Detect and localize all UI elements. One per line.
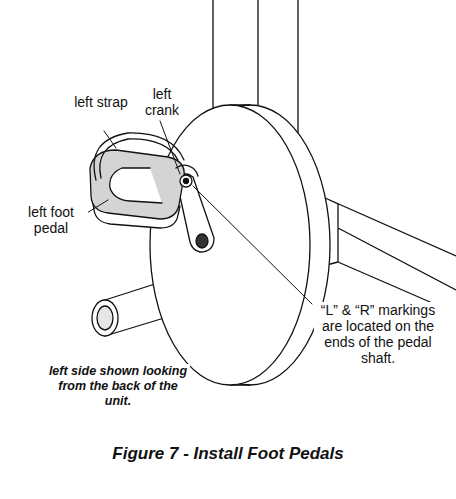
part-label: left crank — [132, 86, 192, 118]
tube-end — [92, 300, 118, 336]
figure-caption: Figure 7 - Install Foot Pedals — [40, 444, 416, 464]
flywheel-cover — [150, 105, 310, 385]
pedal-shaft-end — [184, 179, 189, 184]
strap — [94, 133, 184, 180]
view-note: left side shown looking from the back of… — [46, 364, 190, 409]
crank-hub — [180, 175, 192, 187]
pedal-top — [90, 150, 184, 219]
crank-arm — [176, 174, 214, 252]
crank-rotation-arc — [176, 165, 198, 176]
heel-cup — [110, 168, 162, 203]
leader-line — [82, 121, 312, 304]
part-label: left foot pedal — [14, 204, 88, 236]
note-label: “L” & “R” markings are located on the en… — [314, 302, 442, 366]
part-label: left strap — [68, 94, 134, 110]
crank-slot — [196, 234, 208, 248]
tube-end-cap — [97, 306, 113, 330]
